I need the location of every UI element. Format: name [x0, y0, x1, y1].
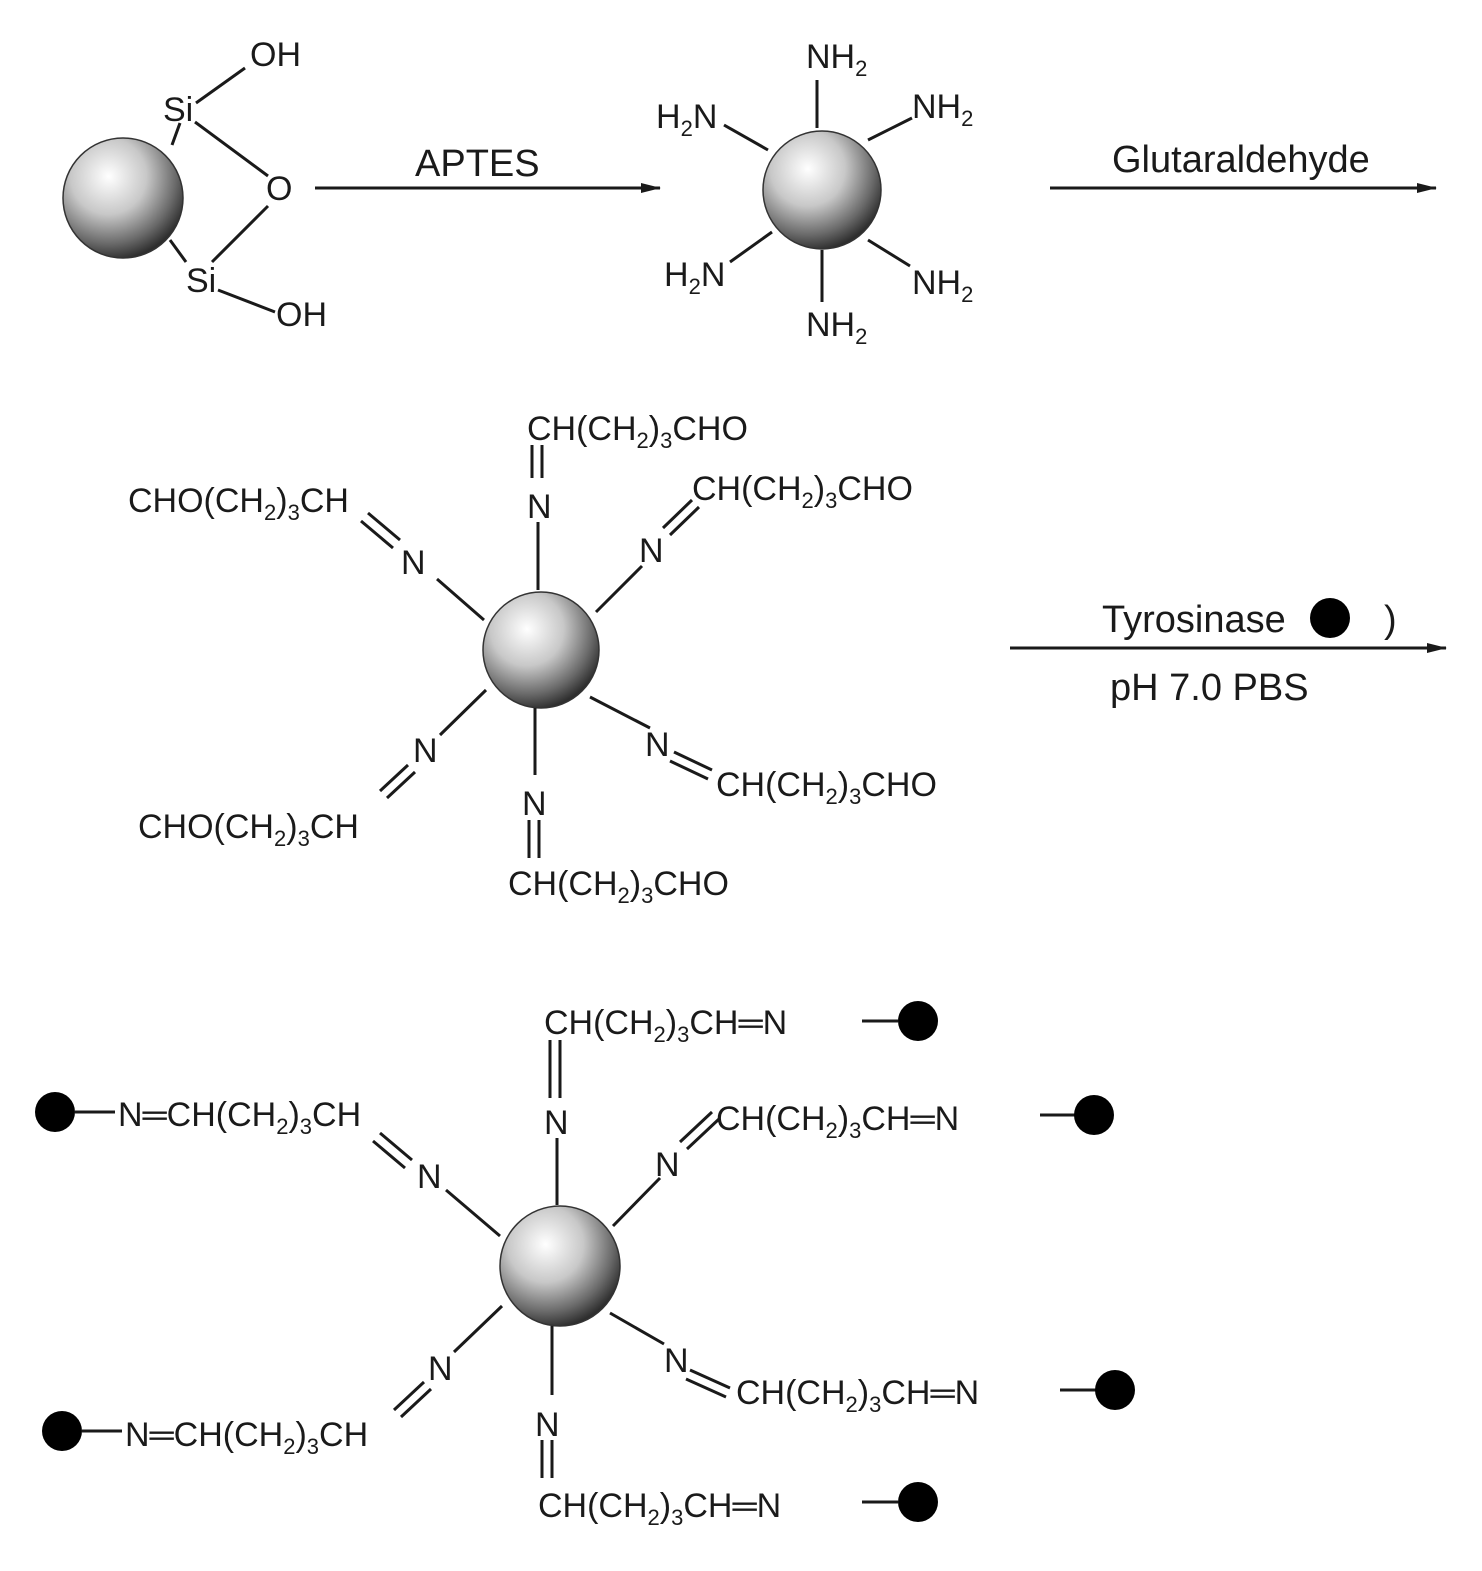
- silica-sphere: [62, 137, 184, 259]
- double-bond-s3-ul-a: [367, 511, 401, 542]
- label-s4-ur-n: N: [655, 1146, 680, 1184]
- double-bond-s4-ll-b: [399, 1387, 433, 1419]
- double-bond-s4-ll-a: [392, 1380, 426, 1412]
- bond-s3-lower-left: [438, 688, 488, 737]
- enzyme-dot-bottom: [898, 1482, 938, 1522]
- reagent-aptes: APTES: [415, 143, 540, 185]
- double-bond-s4-ul-b: [372, 1139, 406, 1170]
- bond-s4-lower-right: [609, 1311, 665, 1346]
- bond-s4-lower-left: [452, 1304, 504, 1354]
- label-s4-top-chain: CH(CH2)3CH═N: [544, 1004, 787, 1047]
- bond-sphere-si-bottom: [168, 239, 188, 263]
- label-oh-top: OH: [250, 36, 301, 74]
- label-h2n-lower-left: H2N: [664, 256, 725, 299]
- label-oh-bottom: OH: [276, 296, 327, 334]
- enzyme-dot-lower-right: [1095, 1370, 1135, 1410]
- enzyme-particle-group: N CH(CH2)3CH═N N N═CH(CH2)3CH N CH(CH2)3…: [35, 1001, 1135, 1530]
- label-s3-ll-chain: CHO(CH2)3CH: [138, 808, 359, 851]
- label-o: O: [266, 170, 292, 208]
- double-bond-s4-ur-a: [678, 1110, 714, 1144]
- arrow-aptes: APTES: [315, 143, 661, 193]
- label-s3-ur-chain: CH(CH2)3CHO: [692, 470, 913, 513]
- double-bond-s4-ul-a: [379, 1131, 413, 1162]
- double-bond-s3-ll-a: [378, 763, 410, 793]
- bond-s3-upper-left: [436, 577, 485, 622]
- label-s4-bottom-n: N: [535, 1406, 560, 1444]
- double-bond-s4-ur-b: [685, 1117, 721, 1151]
- aldehyde-particle-group: N CH(CH2)3CHO N CHO(CH2)3CH N CH(CH2)3CH…: [128, 410, 937, 908]
- label-h2n-upper-left: H2N: [656, 98, 717, 141]
- bond-s4-upper-right: [611, 1176, 662, 1228]
- label-nh2-bottom: NH2: [806, 306, 867, 349]
- bond-s3-upper-right: [594, 564, 644, 614]
- bond-amine-lower-right: [867, 238, 911, 268]
- bond-si-oh-top: [195, 66, 246, 105]
- bond-s3-lower-right: [589, 695, 651, 730]
- label-si-bottom: Si: [186, 262, 216, 300]
- label-s3-bottom-n: N: [522, 785, 547, 823]
- label-s3-ur-n: N: [639, 532, 664, 570]
- enzyme-dot-legend: [1310, 598, 1350, 638]
- bond-amine-upper-right: [867, 116, 913, 142]
- bond-si-oh-bottom: [217, 288, 276, 314]
- label-s4-ll-n: N: [428, 1350, 453, 1388]
- double-bond-s4-lr-a: [689, 1368, 731, 1390]
- bond-o-si-bottom: [210, 204, 270, 264]
- label-s3-ul-n: N: [401, 544, 426, 582]
- bond-amine-lower-left: [729, 230, 773, 264]
- label-s3-ul-chain: CHO(CH2)3CH: [128, 482, 349, 525]
- double-bond-s3-ul-b: [360, 519, 394, 550]
- label-s3-top-n: N: [527, 488, 552, 526]
- bond-si-o-top: [194, 120, 269, 178]
- label-si-top: Si: [163, 91, 193, 129]
- label-nh2-top: NH2: [806, 38, 867, 81]
- label-s4-ul-n: N: [417, 1158, 442, 1196]
- label-s3-bottom-chain: CH(CH2)3CHO: [508, 865, 729, 908]
- double-bond-s3-ur-a: [661, 498, 694, 530]
- double-bond-s3-lr-b: [669, 759, 709, 781]
- enzyme-support-sphere: [499, 1205, 621, 1327]
- silica-particle-group: OH Si O Si OH: [62, 36, 327, 334]
- label-s4-top-n: N: [544, 1104, 569, 1142]
- enzyme-dot-upper-left: [35, 1092, 75, 1132]
- bond-sphere-si-top: [170, 122, 182, 146]
- double-bond-s3-ur-b: [668, 505, 701, 537]
- label-s4-ur-chain: CH(CH2)3CH═N: [716, 1100, 959, 1143]
- reagent-glutaraldehyde: Glutaraldehyde: [1112, 139, 1370, 181]
- label-nh2-upper-right: NH2: [912, 88, 973, 131]
- label-s3-ll-n: N: [413, 732, 438, 770]
- double-bond-s3-lr-a: [673, 750, 713, 772]
- label-s4-ll-chain: N═CH(CH2)3CH: [125, 1416, 368, 1459]
- bond-amine-upper-left: [723, 123, 769, 152]
- reagent-tyrosinase: Tyrosinase: [1102, 599, 1286, 641]
- label-s3-lr-n: N: [645, 726, 670, 764]
- enzyme-dot-top: [898, 1001, 938, 1041]
- amine-sphere: [762, 130, 882, 250]
- double-bond-s4-lr-b: [685, 1377, 727, 1399]
- label-s4-ul-chain: N═CH(CH2)3CH: [118, 1096, 361, 1139]
- enzyme-dot-upper-right: [1074, 1095, 1114, 1135]
- label-s4-lr-n: N: [664, 1342, 689, 1380]
- label-s4-lr-chain: CH(CH2)3CH═N: [736, 1374, 979, 1417]
- reagent-tyrosinase-close: ): [1384, 599, 1397, 641]
- aldehyde-sphere: [482, 591, 600, 709]
- label-nh2-lower-right: NH2: [912, 264, 973, 307]
- amine-particle-group: NH2 H2N NH2 H2N NH2 NH2: [656, 38, 973, 349]
- bond-s4-upper-left: [445, 1188, 501, 1238]
- arrow-glutaraldehyde: Glutaraldehyde: [1050, 139, 1437, 193]
- label-s4-bottom-chain: CH(CH2)3CH═N: [538, 1487, 781, 1530]
- arrow-tyrosinase: Tyrosinase ) pH 7.0 PBS: [1010, 598, 1447, 709]
- label-s3-lr-chain: CH(CH2)3CHO: [716, 766, 937, 809]
- condition-ph: pH 7.0 PBS: [1110, 667, 1309, 709]
- label-s3-top-chain: CH(CH2)3CHO: [527, 410, 748, 453]
- double-bond-s3-ll-b: [385, 770, 417, 800]
- enzyme-dot-lower-left: [42, 1411, 82, 1451]
